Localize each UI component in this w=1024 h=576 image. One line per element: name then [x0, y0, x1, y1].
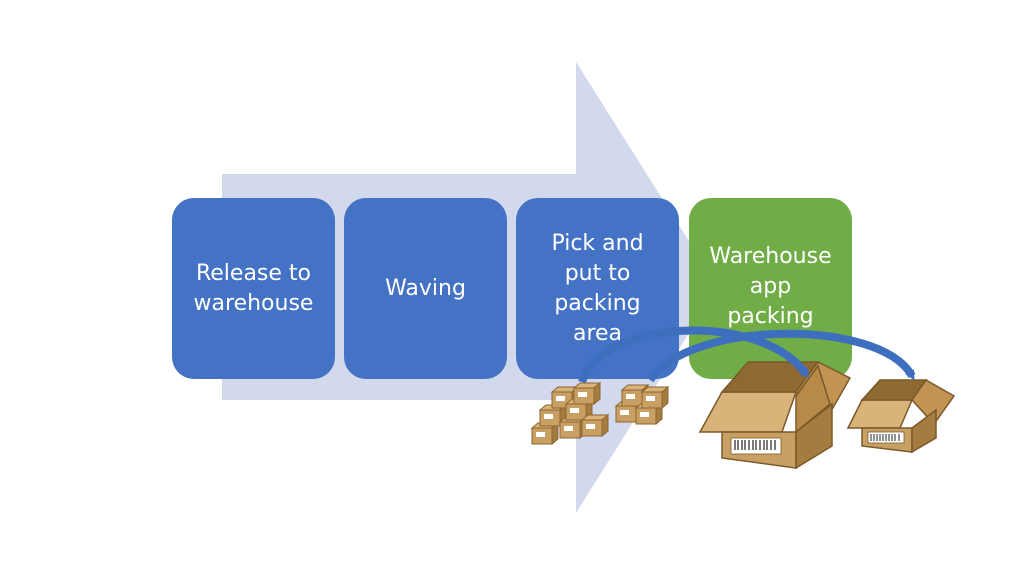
step-label: Pick and put to packing area — [551, 230, 644, 346]
step-label: Warehouse app packing — [709, 244, 832, 329]
step-label: Release to warehouse — [193, 260, 314, 316]
step-release-to-warehouse: Release to warehouse — [172, 198, 335, 379]
step-label: Waving — [385, 275, 466, 301]
step-waving: Waving — [344, 198, 507, 379]
step-warehouse-app-packing: Warehouse app packing — [689, 198, 852, 379]
step-pick-and-put: Pick and put to packing area — [516, 198, 679, 379]
